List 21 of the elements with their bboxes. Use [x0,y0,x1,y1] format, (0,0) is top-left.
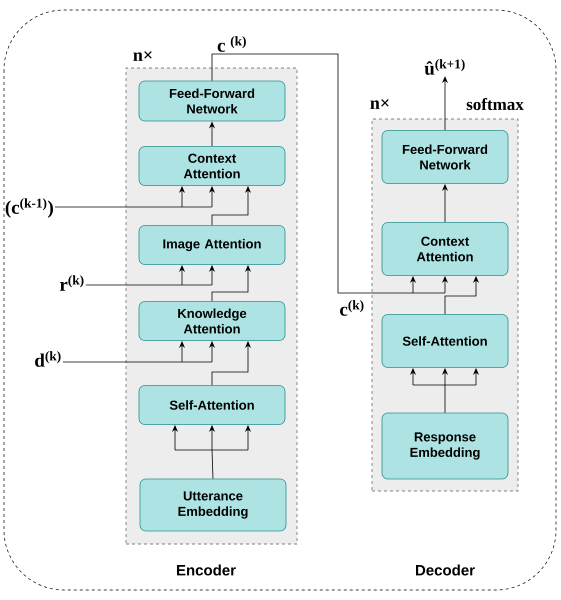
process-box: Context Attention [382,222,508,276]
process-box: Context Attention [138,146,286,186]
process-box: Self-Attention [138,385,286,425]
node-label: n× [133,51,152,61]
node-label: n× [370,99,389,109]
process-box: Feed-Forward Network [138,80,286,122]
process-box: Self-Attention [382,314,508,368]
math-label: d$^{(k)}$ [35,351,61,367]
edge-label: softmax [466,98,524,110]
math-label: (c$^{(k-1)}$) [6,198,53,218]
process-box: Knowledge Attention [138,301,286,341]
node-label: Decoder [416,564,475,576]
math-label: r$^{(k)}$ [60,275,84,291]
edge-label: c $^{(k)}$ [218,36,246,52]
node-label: Encoder [176,564,236,576]
math-label: û$^{(k+1)}$ [424,59,465,75]
process-box: Feed-Forward Network [382,130,508,184]
process-box: Response Embedding [382,412,508,480]
process-box: Utterance Embedding [140,478,286,532]
math-label: c$^{(k)}$ [340,300,364,316]
process-box: Image Attention [138,225,286,265]
